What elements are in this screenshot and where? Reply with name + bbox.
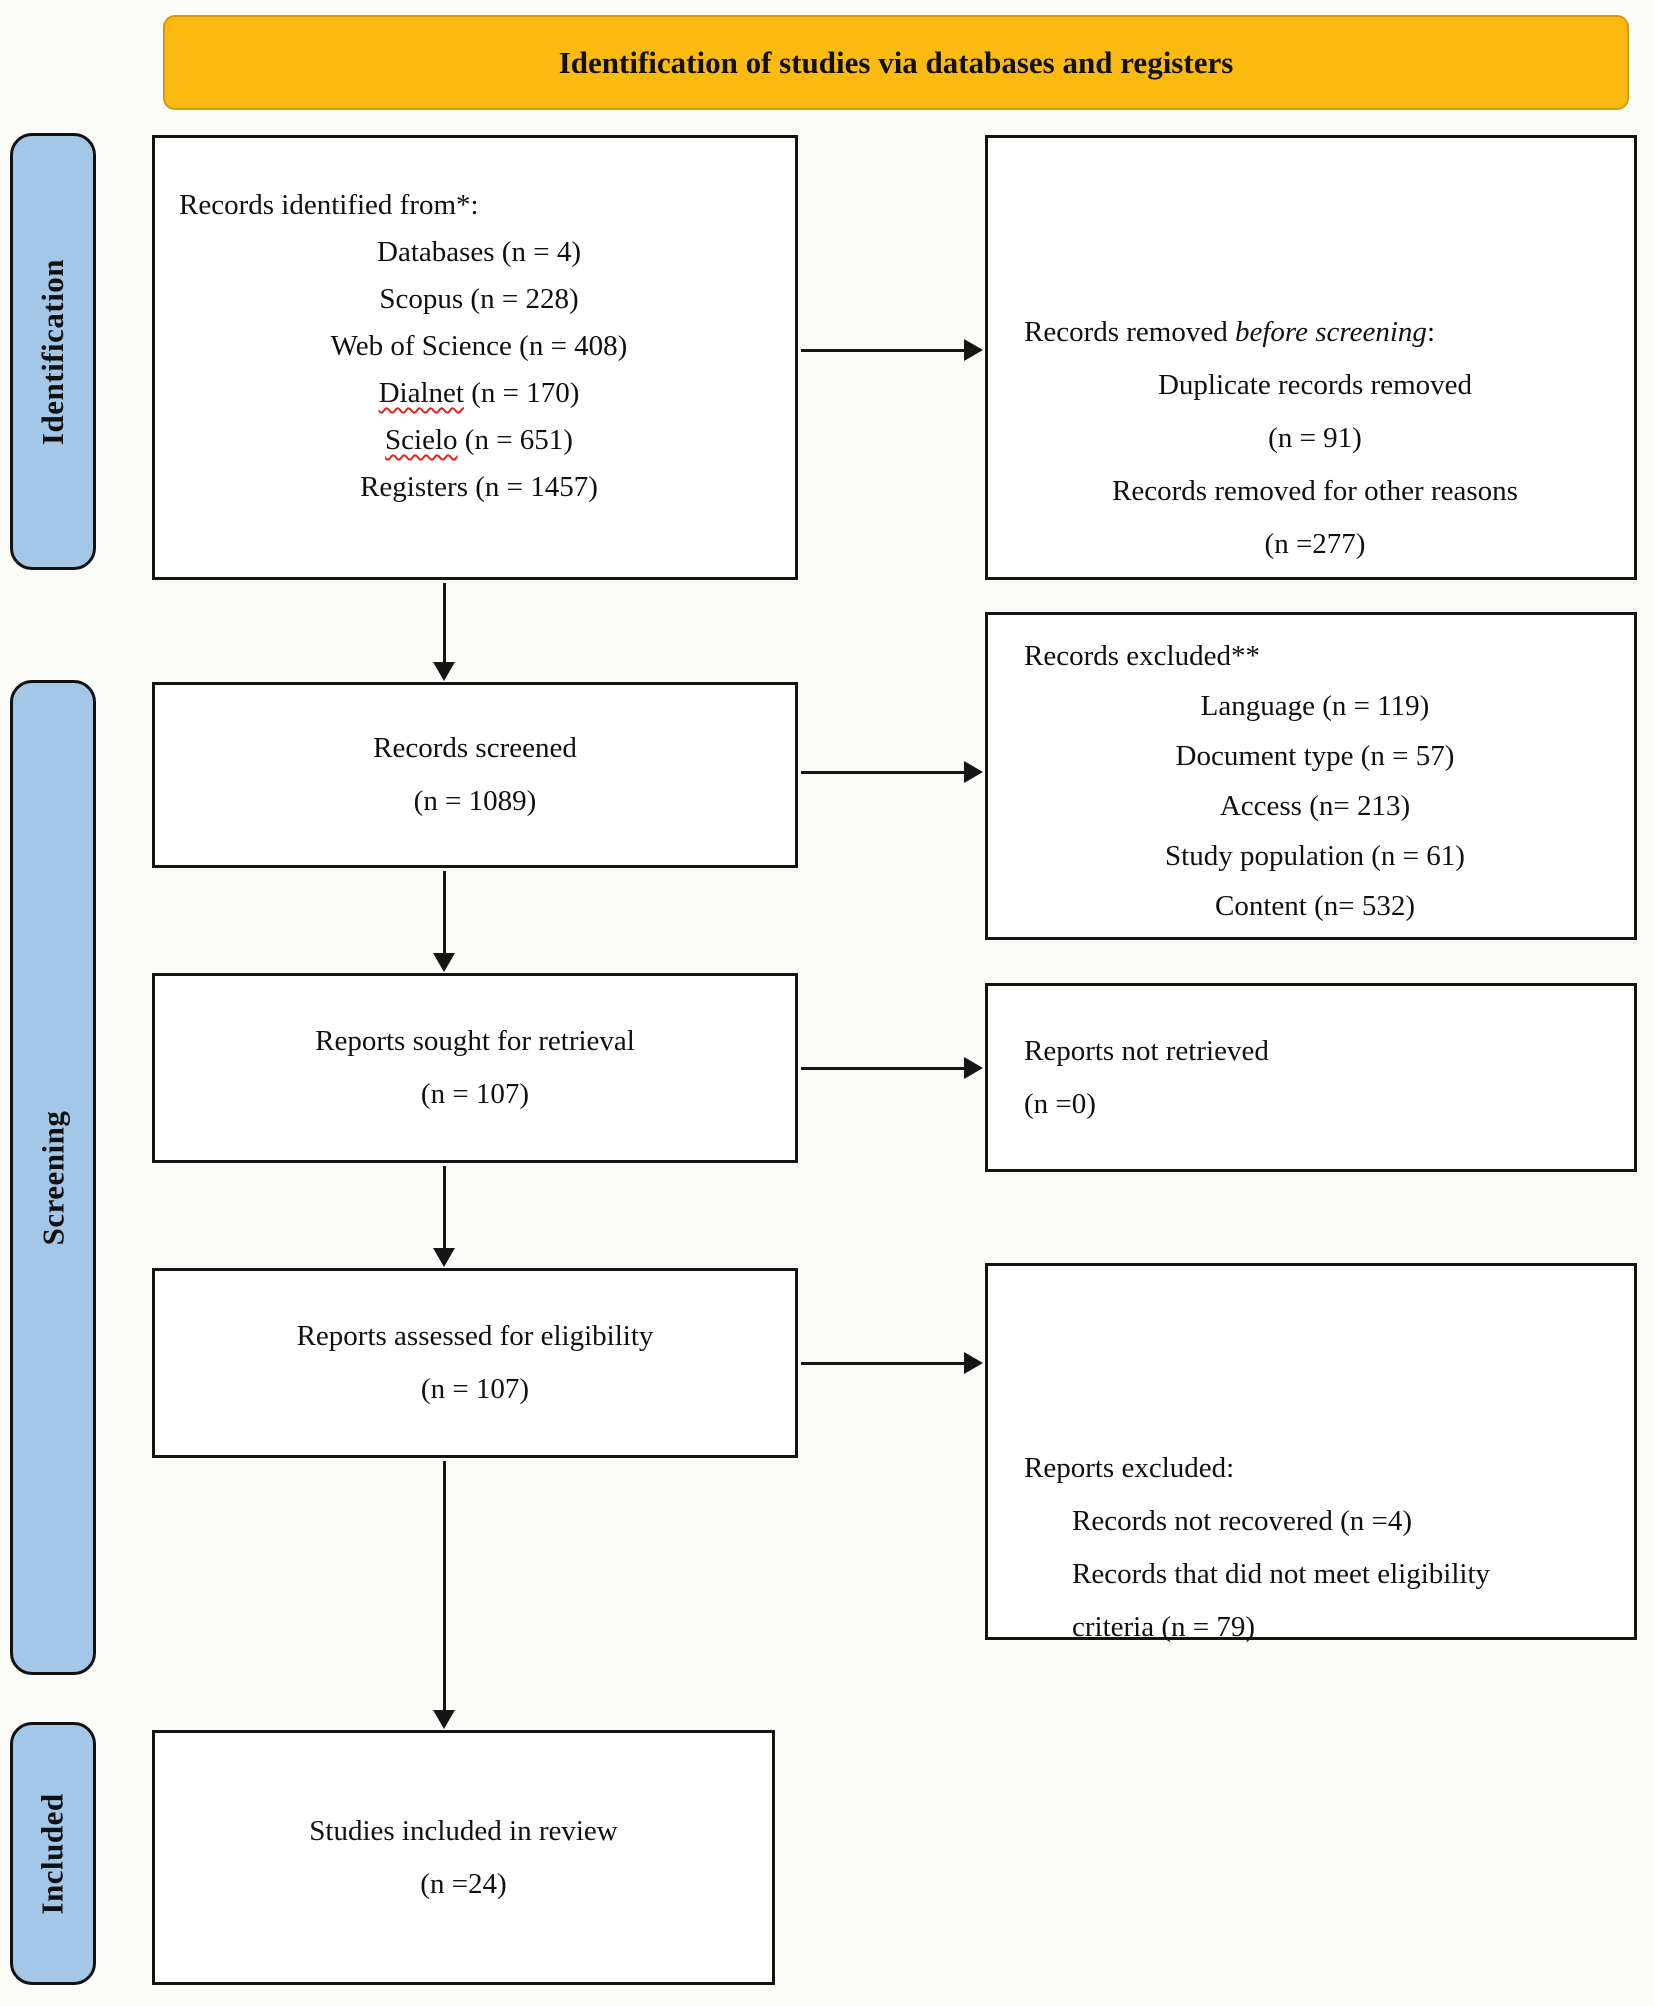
reports-assessed-label: Reports assessed for eligibility bbox=[296, 1320, 654, 1352]
records-removed-title-prefix: Records removed bbox=[1024, 316, 1235, 348]
arrow-shaft bbox=[801, 770, 964, 774]
records-identified-scielo: Scielo (n = 651) bbox=[179, 417, 779, 464]
records-screened-box: Records screened (n = 1089) bbox=[152, 682, 798, 868]
arrow-shaft bbox=[801, 1361, 964, 1365]
records-identified-scopus: Scopus (n = 228) bbox=[379, 283, 579, 315]
banner-title: Identification of studies via databases … bbox=[558, 44, 1234, 80]
studies-included-label: Studies included in review bbox=[309, 1814, 618, 1847]
records-identified-title: Records identified from*: bbox=[179, 189, 479, 221]
records-removed-title: Records removed before screening: bbox=[1024, 306, 1606, 359]
records-identified-box: Records identified from*: Databases (n =… bbox=[152, 135, 798, 580]
reports-sought-box: Reports sought for retrieval (n = 107) bbox=[152, 973, 798, 1163]
reports-not-retrieved-label: Reports not retrieved bbox=[1024, 1034, 1269, 1067]
duplicate-records-removed: Duplicate records removed bbox=[1157, 369, 1473, 401]
records-removed-title-italic: before screening bbox=[1235, 316, 1427, 348]
arrow-shaft bbox=[801, 348, 964, 352]
records-excluded-box: Records excluded** Language (n = 119) Do… bbox=[985, 612, 1637, 940]
records-screened-label: Records screened bbox=[373, 732, 577, 764]
phase-label-included: Included bbox=[35, 1792, 71, 1915]
removed-other-reasons: Records removed for other reasons bbox=[1112, 475, 1518, 507]
arrow-sought-to-not-retrieved bbox=[801, 1056, 983, 1080]
phase-bar-included: Included bbox=[10, 1722, 96, 1985]
reports-excluded-not-recovered: Records not recovered (n =4) bbox=[1072, 1505, 1413, 1537]
records-removed-box: Records removed before screening: Duplic… bbox=[985, 135, 1637, 580]
arrow-screened-to-sought bbox=[432, 871, 456, 972]
arrow-head-icon bbox=[964, 1057, 983, 1079]
arrow-sought-to-assessed bbox=[432, 1166, 456, 1267]
arrow-screened-to-excluded bbox=[801, 760, 983, 784]
phase-label-identification: Identification bbox=[35, 258, 70, 445]
removed-other-reasons-count: (n =277) bbox=[1264, 528, 1366, 560]
phase-label-screening: Screening bbox=[35, 1110, 70, 1245]
excluded-access: Access (n= 213) bbox=[1219, 790, 1411, 822]
arrow-head-icon bbox=[433, 662, 455, 681]
excluded-content: Content (n= 532) bbox=[1215, 890, 1415, 922]
excluded-study-population: Study population (n = 61) bbox=[1165, 840, 1465, 872]
records-screened-count: (n = 1089) bbox=[413, 785, 537, 817]
excluded-document-type: Document type (n = 57) bbox=[1175, 740, 1455, 772]
records-identified-dialnet: Dialnet (n = 170) bbox=[179, 370, 779, 417]
studies-included-box: Studies included in review (n =24) bbox=[152, 1730, 775, 1985]
dialnet-word: Dialnet bbox=[378, 377, 464, 409]
reports-assessed-count: (n = 107) bbox=[420, 1373, 530, 1405]
arrow-head-icon bbox=[433, 1248, 455, 1267]
phase-bar-identification: Identification bbox=[10, 133, 96, 570]
dialnet-count: (n = 170) bbox=[463, 377, 580, 409]
arrow-shaft bbox=[442, 583, 446, 662]
records-excluded-title: Records excluded** bbox=[1024, 640, 1260, 672]
scielo-count: (n = 651) bbox=[457, 424, 573, 456]
reports-not-retrieved-count: (n =0) bbox=[1024, 1087, 1096, 1120]
arrow-head-icon bbox=[433, 953, 455, 972]
arrow-shaft bbox=[442, 1461, 446, 1710]
records-identified-databases: Databases (n = 4) bbox=[377, 236, 581, 268]
reports-sought-label: Reports sought for retrieval bbox=[315, 1025, 635, 1057]
arrow-identified-to-screened bbox=[432, 583, 456, 681]
arrow-shaft bbox=[442, 1166, 446, 1248]
arrow-assessed-to-reports-excluded bbox=[801, 1351, 983, 1375]
excluded-language: Language (n = 119) bbox=[1200, 690, 1430, 722]
arrow-head-icon bbox=[964, 1352, 983, 1374]
reports-not-retrieved-box: Reports not retrieved (n =0) bbox=[985, 983, 1637, 1172]
studies-included-count: (n =24) bbox=[420, 1867, 507, 1900]
arrow-head-icon bbox=[433, 1710, 455, 1729]
arrow-head-icon bbox=[964, 339, 983, 361]
arrow-shaft bbox=[442, 871, 446, 953]
arrow-assessed-to-included bbox=[432, 1461, 456, 1729]
reports-assessed-box: Reports assessed for eligibility (n = 10… bbox=[152, 1268, 798, 1458]
reports-excluded-eligibility: Records that did not meet eligibility cr… bbox=[1072, 1558, 1491, 1643]
records-identified-registers: Registers (n = 1457) bbox=[360, 471, 598, 503]
arrow-identified-to-removed bbox=[801, 338, 983, 362]
records-removed-title-suffix: : bbox=[1426, 316, 1435, 348]
banner-identification-of-studies: Identification of studies via databases … bbox=[163, 15, 1629, 110]
duplicate-records-count: (n = 91) bbox=[1268, 422, 1362, 454]
arrow-shaft bbox=[801, 1066, 964, 1070]
arrow-head-icon bbox=[964, 761, 983, 783]
reports-excluded-box: Reports excluded: Records not recovered … bbox=[985, 1263, 1637, 1643]
records-identified-wos: Web of Science (n = 408) bbox=[330, 330, 628, 362]
reports-sought-count: (n = 107) bbox=[420, 1078, 530, 1110]
phase-bar-screening: Screening bbox=[10, 680, 96, 1675]
reports-excluded-title: Reports excluded: bbox=[1024, 1452, 1235, 1484]
scielo-word: Scielo bbox=[385, 424, 458, 456]
